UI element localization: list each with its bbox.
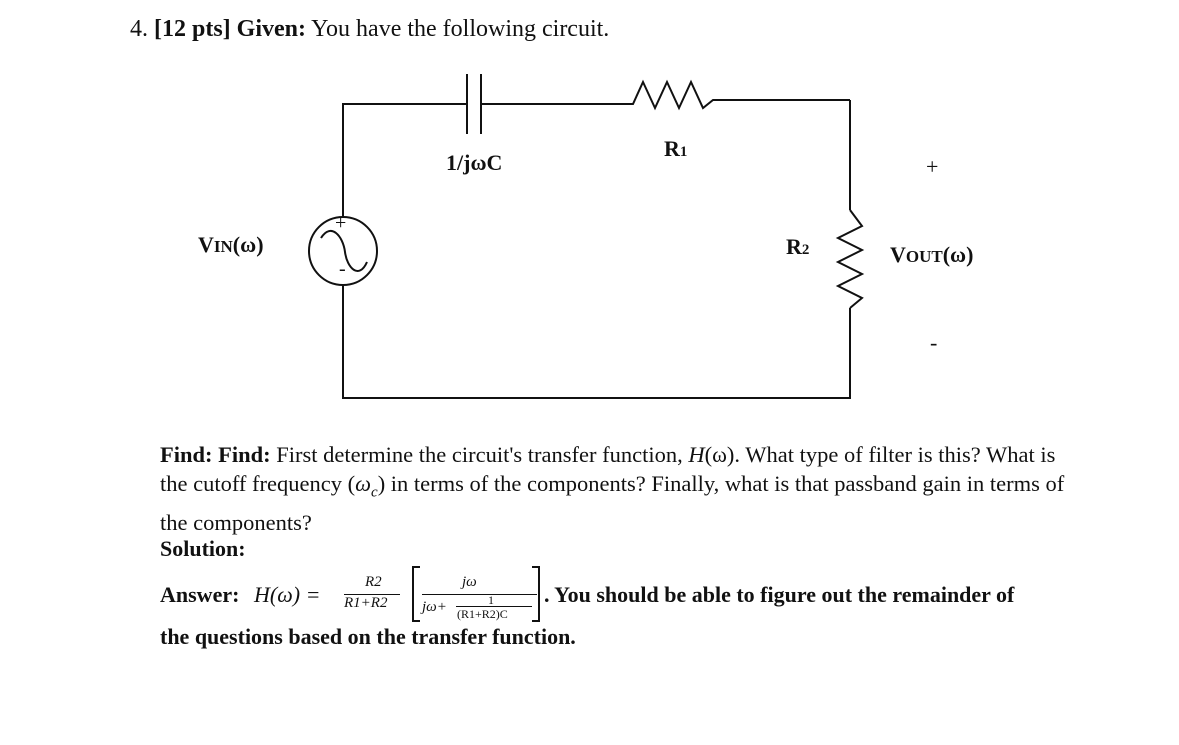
answer-line: Answer: H(ω) = R2 R1+R2 jω jω+ 1 (R1+R2)…: [160, 566, 1080, 624]
vin-label: VIN(ω): [198, 232, 264, 258]
bracket-right: [538, 566, 540, 622]
frac1-denominator: R1+R2: [344, 595, 388, 611]
source-plus: +: [335, 212, 347, 234]
bracket-frac-bar: [422, 594, 537, 595]
find-label-1: Find:: [160, 442, 213, 467]
capacitor-label-omega: ω: [470, 150, 487, 175]
resistor-r1: [620, 79, 850, 111]
vin-label-main: V: [198, 232, 214, 257]
vout-minus: -: [930, 330, 938, 355]
frac1-numerator: R2: [365, 574, 382, 590]
frac1-bar: [344, 594, 400, 595]
ac-source: [308, 216, 378, 286]
bracket-left: [412, 566, 414, 622]
r1-label-sub: 1: [679, 144, 688, 160]
source-minus: -: [339, 258, 346, 280]
r1-label-main: R: [664, 136, 680, 161]
solution-label: Solution:: [160, 536, 246, 561]
inner-frac-bar: [456, 606, 532, 607]
given-text: You have the following circuit.: [311, 16, 610, 42]
wire-top-left: [342, 103, 467, 217]
r1-label: R1: [664, 136, 687, 162]
vin-label-arg: (ω): [232, 232, 264, 257]
find-text-b: What type of filter is this? What is the…: [160, 442, 1056, 496]
vin-label-sub: IN: [213, 237, 233, 256]
problem-number: 4.: [130, 16, 148, 42]
find-h-arg: (ω).: [704, 442, 741, 467]
bracket-denominator-a: jω+: [422, 599, 447, 615]
find-label-2: Find:: [218, 442, 271, 467]
vout-plus: +: [926, 154, 939, 179]
vout-label-sub: OUT: [905, 247, 943, 266]
inner-numerator: 1: [488, 593, 494, 607]
problem-heading: 4. [12 pts] Given: You have the followin…: [130, 16, 609, 43]
answer-last-line: the questions based on the transfer func…: [160, 624, 576, 649]
ac-source-wave: [320, 230, 368, 272]
capacitor-label: 1/jωC: [446, 150, 502, 176]
vout-label-arg: (ω): [942, 242, 974, 267]
answer-lhs: H(ω) =: [254, 582, 321, 607]
given-label: Given:: [236, 16, 306, 42]
r2-label: R2: [786, 234, 809, 260]
find-h-symbol: H: [688, 442, 705, 467]
bracket-numerator: jω: [462, 574, 477, 590]
capacitor-label-end: C: [486, 150, 503, 175]
vout-label-main: V: [890, 242, 906, 267]
find-omega-c-sub: c: [371, 484, 378, 501]
vout-label: VOUT(ω): [890, 242, 973, 268]
inner-denominator: (R1+R2)C: [457, 607, 508, 621]
r2-label-sub: 2: [801, 242, 810, 258]
find-paragraph: Find: Find: First determine the circuit'…: [160, 440, 1080, 537]
wire-bottom: [342, 285, 851, 399]
find-omega-c: ω: [355, 471, 372, 496]
capacitor-label-main: 1/j: [446, 150, 471, 175]
find-text-a: First determine the circuit's transfer f…: [276, 442, 683, 467]
find-text-c: ) in terms of the components? Finally, w…: [160, 471, 1065, 535]
answer-trailing: . You should be able to figure out the r…: [544, 582, 1015, 607]
r2-label-main: R: [786, 234, 802, 259]
problem-points: [12 pts]: [154, 16, 231, 42]
answer-label: Answer:: [160, 582, 240, 607]
resistor-r2: [835, 209, 865, 309]
